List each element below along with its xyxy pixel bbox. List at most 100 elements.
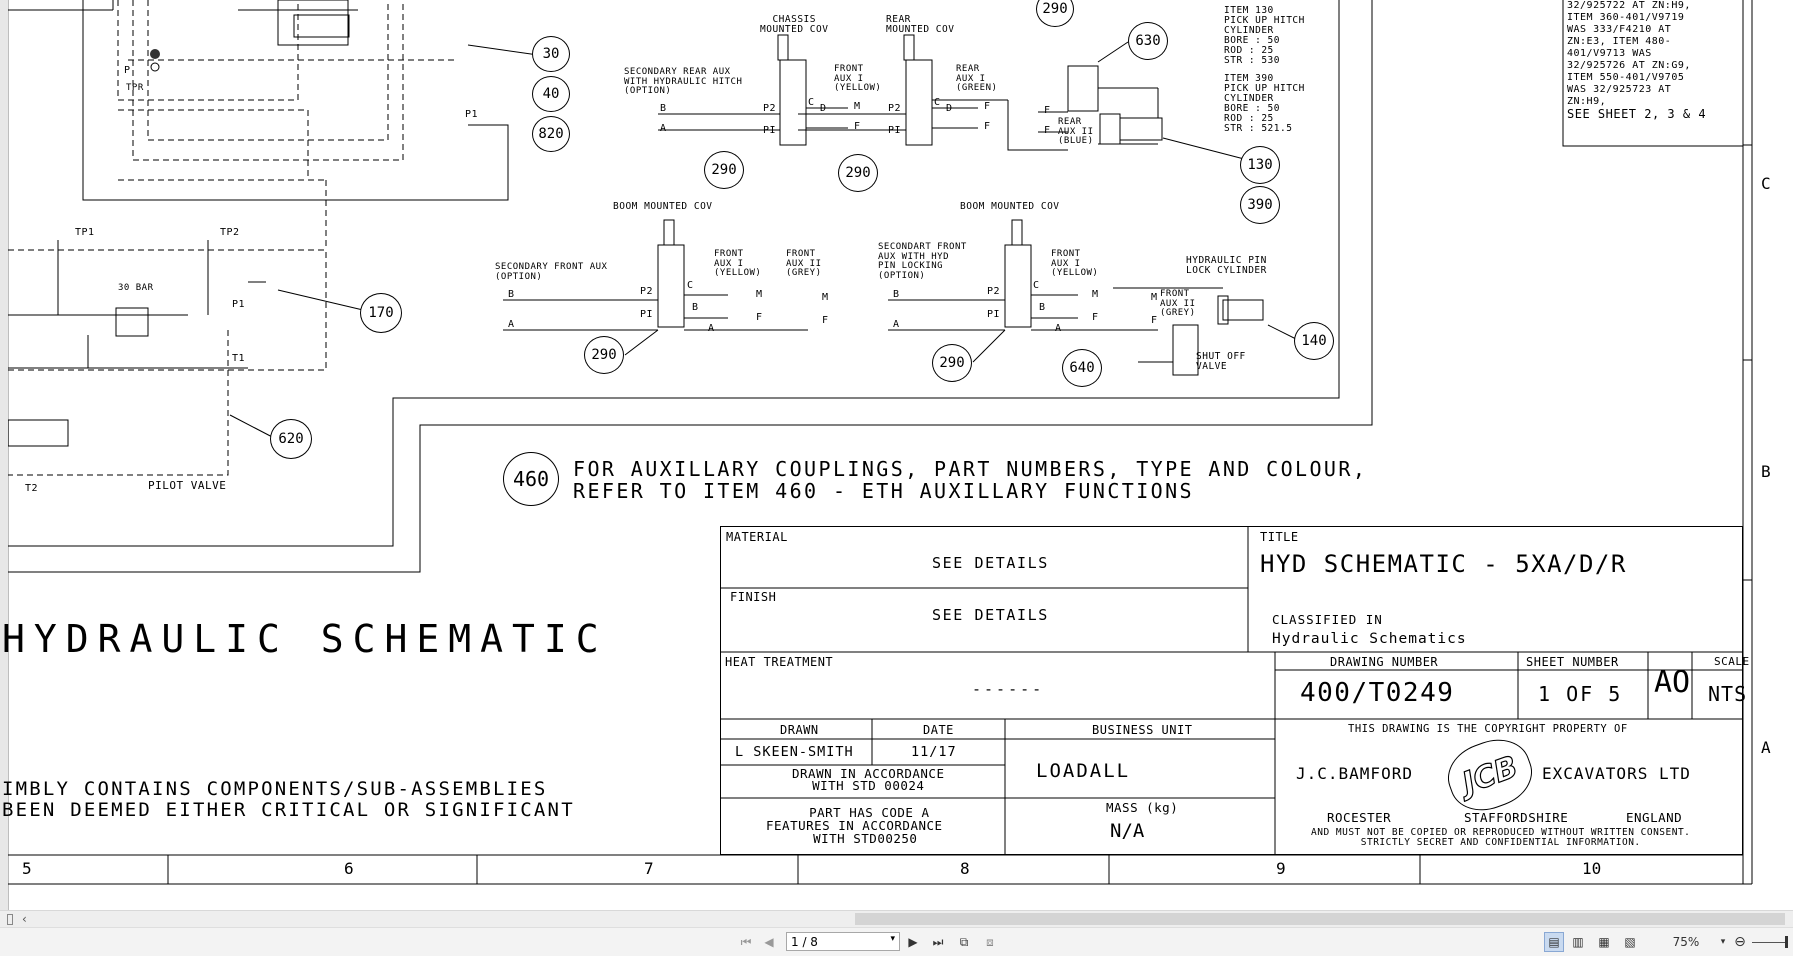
port-b: B [1039, 302, 1046, 313]
label-line: FRONT [834, 64, 864, 74]
title-label: TITLE [1260, 530, 1299, 544]
port-p1: PI [987, 309, 1001, 320]
continuous-view-icon[interactable]: ▥ [1572, 935, 1584, 949]
port-m: M [822, 292, 829, 303]
tpr-label: TPR [126, 83, 144, 93]
t2-label: T2 [25, 483, 39, 494]
revision-line: ZN:H9, [1567, 96, 1607, 107]
zoom-slider[interactable] [1752, 942, 1788, 943]
label-line: (YELLOW) [714, 268, 762, 278]
item-bubble-170: 170 [360, 293, 402, 333]
mass-label: MASS (kg) [1106, 800, 1179, 815]
assembly-note: IMBLY CONTAINS COMPONENTS/SUB-ASSEMBLIES… [2, 779, 575, 821]
drawing-number: 400/T0249 [1300, 678, 1455, 708]
note-line: DRAWN IN ACCORDANCE [792, 766, 945, 781]
scroll-left-icon[interactable]: ‹ [22, 912, 27, 926]
prev-page-icon[interactable]: ◀ [764, 935, 774, 949]
sheet-number: 1 OF 5 [1538, 682, 1623, 706]
zone-6: 6 [344, 859, 354, 878]
label-line: (GREY) [786, 268, 822, 278]
std-00024-note: DRAWN IN ACCORDANCE WITH STD 00024 [792, 766, 945, 793]
label-line: REAR [1058, 117, 1082, 127]
material-label: MATERIAL [726, 530, 788, 544]
left-splitter[interactable] [0, 0, 9, 910]
item-bubble-630: 630 [1128, 22, 1168, 60]
business-unit-label: BUSINESS UNIT [1092, 723, 1193, 737]
port-a: A [708, 323, 715, 334]
scrollbar-thumb[interactable] [855, 913, 1785, 925]
label-line: AUX I [1051, 258, 1081, 269]
document-viewport[interactable]: 32/925722 AT ZN:H9, ITEM 360-401/V9719 W… [0, 0, 1793, 910]
sheet-number-label: SHEET NUMBER [1526, 655, 1619, 669]
revision-line: SEE SHEET 2, 3 & 4 [1567, 107, 1707, 121]
zone-8: 8 [960, 859, 970, 878]
auxillary-note: FOR AUXILLARY COUPLINGS, PART NUMBERS, T… [573, 458, 1367, 502]
port-b: B [692, 302, 699, 313]
next-page-icon[interactable]: ▶ [908, 935, 918, 949]
port-a: A [1055, 323, 1062, 334]
scale-value: NTS [1708, 682, 1748, 706]
note-line: PICK UP HITCH [1224, 83, 1305, 94]
note-line: FOR AUXILLARY COUPLINGS, PART NUMBERS, T… [573, 457, 1368, 481]
port-f: F [1151, 315, 1158, 326]
label-line: VALVE [1196, 361, 1228, 372]
hyd-pin-lock-label: HYDRAULIC PIN LOCK CYLINDER [1186, 256, 1267, 276]
zoom-slider-handle[interactable] [1785, 936, 1788, 948]
zone-b: B [1761, 462, 1771, 481]
horizontal-scrollbar[interactable]: ‹ [0, 910, 1793, 928]
rear-aux-blue-label: REAR AUX II (BLUE) [1058, 117, 1094, 147]
port-a: A [660, 123, 667, 134]
secondary-front-aux-label: SECONDARY FRONT AUX (OPTION) [495, 262, 607, 282]
label-line: (OPTION) [495, 272, 543, 282]
secondary-rear-aux-label: SECONDARY REAR AUX WITH HYDRAULIC HITCH … [624, 67, 742, 97]
front-aux-ii-label: FRONT AUX II (GREY) [786, 249, 822, 279]
port-p2: P2 [763, 103, 777, 114]
drawn-date: 11/17 [911, 744, 957, 760]
note-line: ITEM 130 [1224, 5, 1274, 16]
shut-off-label: SHUT OFF VALVE [1196, 352, 1246, 372]
note-line: ROD : 25 [1224, 45, 1274, 56]
port-m: M [756, 289, 763, 300]
rotate-icon[interactable]: ⧉ [959, 934, 969, 949]
revision-line: 32/925722 AT ZN:H9, [1567, 0, 1691, 11]
page-dropdown-icon[interactable]: ▾ [890, 934, 895, 944]
zoom-level[interactable]: 75% [1672, 935, 1700, 949]
port-c: C [1033, 280, 1040, 291]
item-bubble-620: 620 [270, 419, 312, 459]
note-line: WITH STD 00024 [812, 778, 925, 793]
drawn-label: DRAWN [780, 723, 819, 737]
single-page-view-icon[interactable]: ▤ [1544, 932, 1564, 952]
item-bubble-140: 140 [1294, 322, 1334, 360]
label-line: (GREEN) [956, 83, 998, 93]
label-line: FRONT [1160, 289, 1190, 299]
logo-text: JCB [1457, 748, 1523, 802]
front-aux-yellow-label: FRONT AUX I (YELLOW) [834, 64, 881, 94]
item-bubble-290: 290 [932, 344, 972, 382]
label-line: FRONT [786, 249, 816, 259]
port-p1: PI [888, 125, 902, 136]
zoom-dropdown-icon[interactable]: ▾ [1720, 937, 1726, 947]
title-block [720, 526, 1743, 855]
pilot-valve-label: PILOT VALVE [148, 479, 227, 492]
revision-notes: 32/925722 AT ZN:H9, ITEM 360-401/V9719 W… [1567, 0, 1706, 120]
first-page-icon[interactable]: ⏮ [740, 934, 752, 949]
bar30-label: 30 BAR [118, 283, 154, 293]
material-value: SEE DETAILS [932, 554, 1049, 572]
label-line: REAR [956, 64, 980, 74]
item-130-notes: ITEM 130 PICK UP HITCH CYLINDER BORE : 5… [1224, 6, 1305, 66]
last-page-icon[interactable]: ⏭ [932, 934, 944, 949]
two-page-view-icon[interactable]: ▦ [1598, 935, 1610, 949]
two-page-continuous-icon[interactable]: ▧ [1624, 935, 1636, 949]
zone-c: C [1761, 174, 1771, 193]
page-number-input[interactable]: 1 / 8 ▾ [786, 932, 900, 951]
zone-10: 10 [1582, 859, 1602, 878]
scale-label: SCALE [1714, 655, 1750, 668]
scroll-corner-icon [7, 914, 13, 925]
p1-label-upper: P1 [465, 109, 479, 120]
port-f: F [756, 312, 763, 323]
label-line: (OPTION) [624, 86, 672, 96]
zoom-out-icon[interactable]: ⊖ [1734, 934, 1746, 950]
fit-icon[interactable]: ⧈ [986, 934, 994, 949]
label-line: AUX I [834, 73, 864, 84]
label-line: AUX WITH HYD [878, 251, 950, 262]
